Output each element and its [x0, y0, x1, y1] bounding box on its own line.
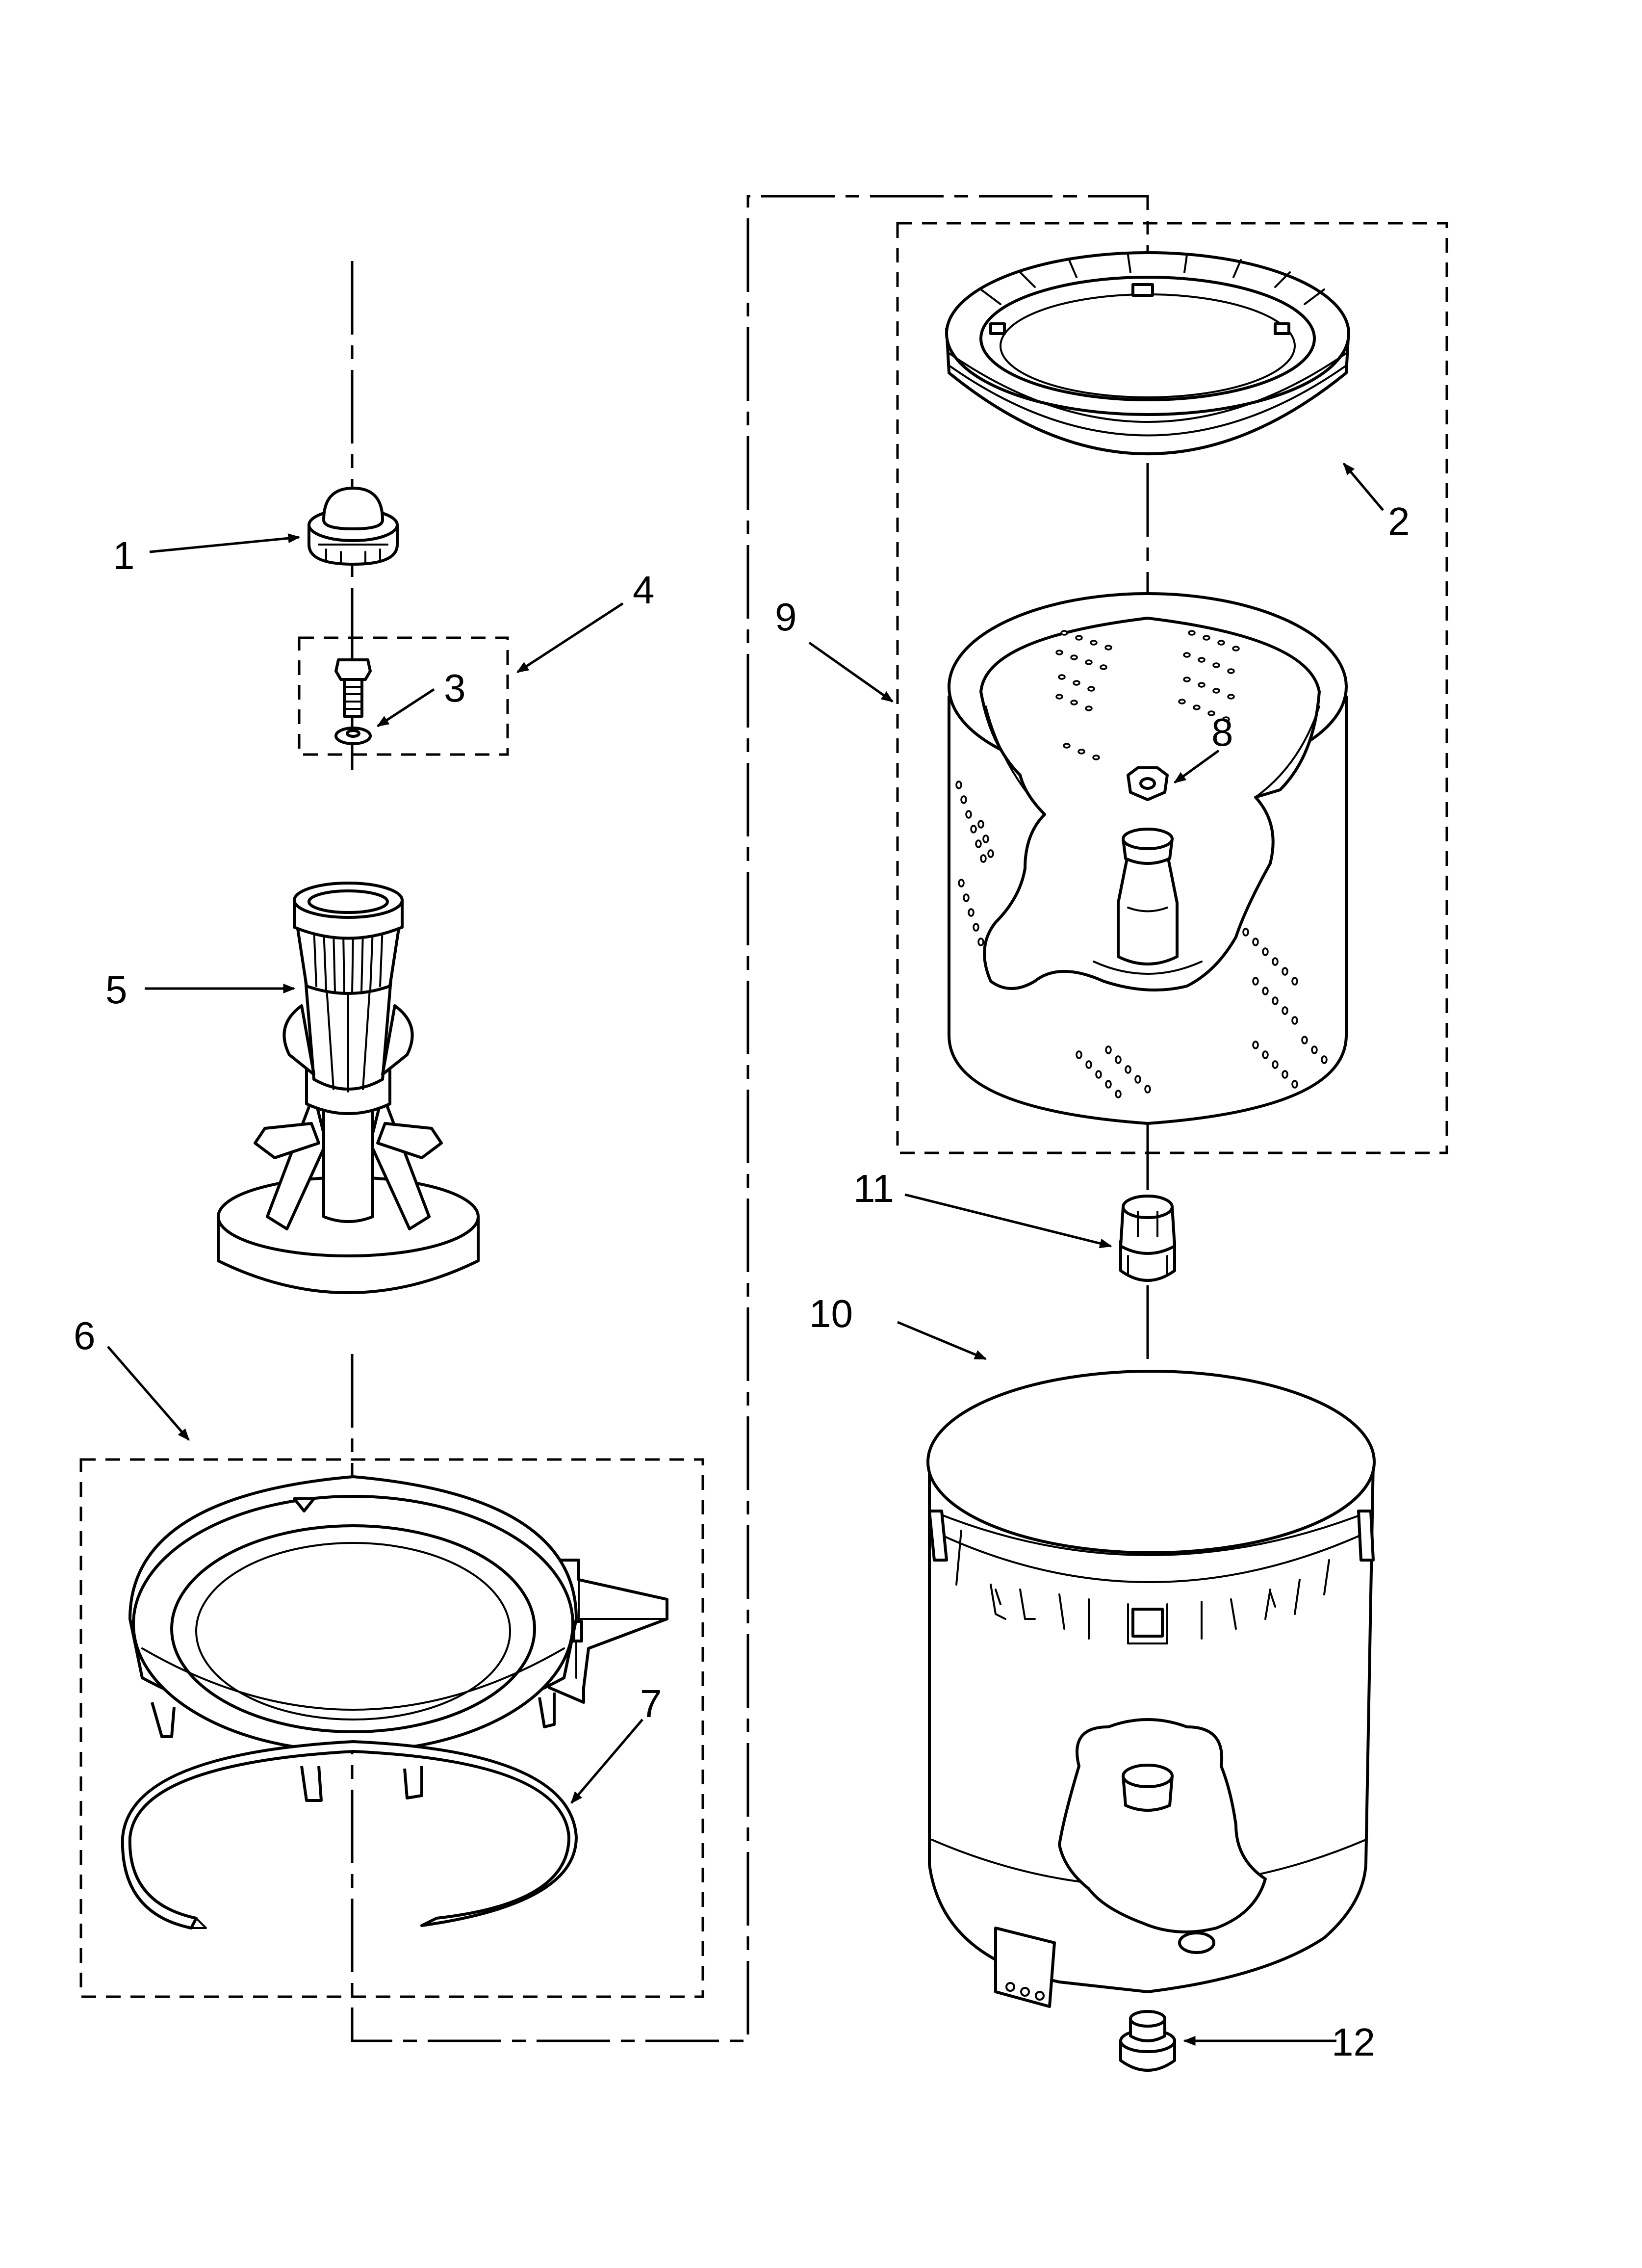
callout-3: 3 [444, 666, 466, 710]
callout-5: 5 [105, 968, 128, 1012]
part-4-bolt-assembly[interactable] [334, 658, 372, 718]
callout-12: 12 [1332, 2020, 1375, 2064]
group-box-6 [79, 1458, 704, 1998]
part-7-snap-ring[interactable] [121, 1740, 578, 1929]
callout-4: 4 [633, 568, 655, 612]
callout-6: 6 [74, 1314, 96, 1357]
callout-8: 8 [1211, 710, 1233, 754]
group-box-4 [298, 636, 509, 756]
part-3-washer[interactable] [334, 727, 372, 745]
part-6-tub-ring[interactable] [128, 1475, 668, 1802]
basket-perforations [955, 630, 1328, 1098]
part-9-spin-basket[interactable] [948, 592, 1348, 1125]
part-12-drain-plug[interactable] [1119, 2010, 1176, 2072]
callout-9: 9 [775, 595, 797, 639]
part-10-outer-tub[interactable] [926, 1370, 1376, 2008]
callout-2: 2 [1388, 499, 1410, 543]
part-1-agitator-cap[interactable] [308, 487, 399, 566]
leader-arrows [107, 463, 1384, 2046]
part-2-balance-ring[interactable] [945, 251, 1350, 455]
part-11-drive-hub[interactable] [1119, 1195, 1176, 1282]
part-5-agitator[interactable] [217, 882, 480, 1294]
callout-1: 1 [113, 534, 135, 577]
callout-7: 7 [640, 1682, 662, 1725]
callout-labels: 1 2 3 4 5 6 7 8 9 10 11 12 [74, 499, 1410, 2064]
callout-10: 10 [809, 1292, 853, 1335]
group-box-9 [896, 222, 1448, 1154]
part-8-hub-nut[interactable] [1127, 766, 1169, 801]
callout-11: 11 [853, 1167, 894, 1210]
